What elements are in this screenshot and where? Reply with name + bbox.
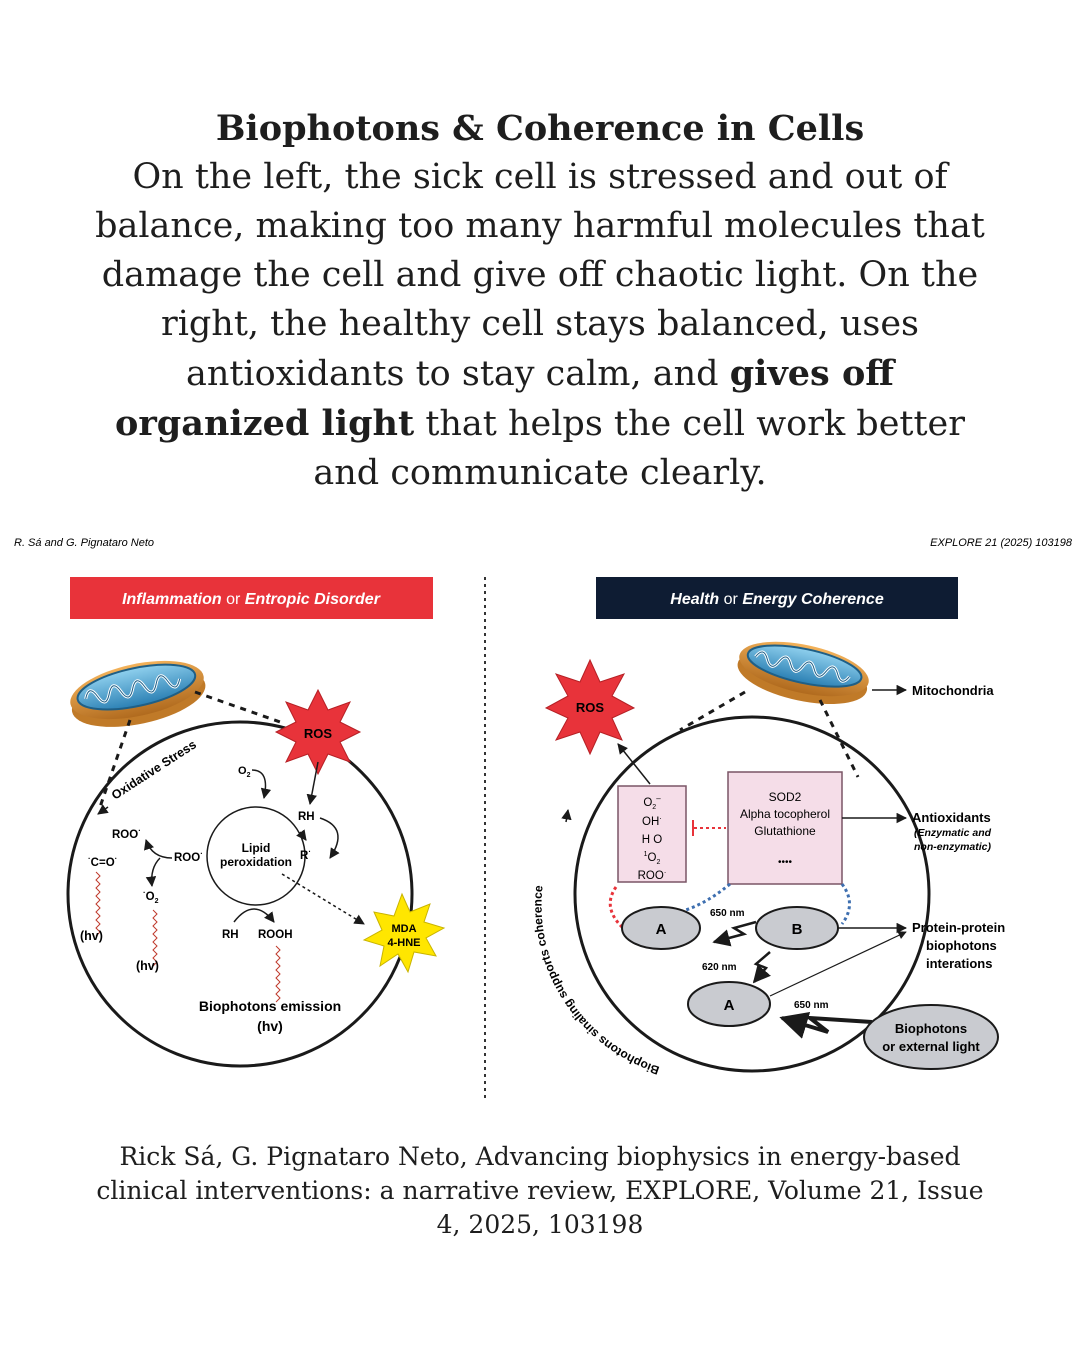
right-ros-label: ROS xyxy=(576,700,605,715)
lipid-cycle xyxy=(206,806,306,906)
antioxidants-sub-2: non-enzymatic) xyxy=(914,841,992,853)
ros-burst-icon xyxy=(544,658,636,756)
sinaling-arrow xyxy=(561,808,572,823)
species-oh: OH· xyxy=(642,814,662,828)
mito-connector-left xyxy=(98,719,132,808)
o2-radical-label: ·O2 xyxy=(143,888,159,905)
mitochondria-label: Mitochondria xyxy=(912,683,994,698)
antioxidant-glutathione: Glutathione xyxy=(754,824,816,838)
mito-connector-right xyxy=(818,699,860,778)
o2-arrow xyxy=(251,769,272,800)
mda-label-1: MDA xyxy=(391,923,416,935)
citation: Rick Sá, G. Pignataro Neto, Advancing bi… xyxy=(96,1142,984,1239)
right-panel: Health or Energy Coherence Mitochondria … xyxy=(531,577,1005,1077)
node-a-bottom-label: A xyxy=(724,997,735,1014)
ppi-label-1: Protein-protein xyxy=(912,920,1005,935)
right-banner xyxy=(596,577,958,619)
emission-label-2: (hv) xyxy=(257,1018,283,1034)
figure-journal: EXPLORE 21 (2025) 103198 xyxy=(930,537,1073,549)
ppi-label-3: interations xyxy=(926,956,992,971)
r-radical-label: R· xyxy=(300,847,311,862)
left-banner-text: Inflammation or Entropic Disorder xyxy=(122,591,381,608)
bolt-620 xyxy=(752,951,771,984)
headline-text-2: that helps the cell work better and comm… xyxy=(313,404,965,493)
roo-top-label: ROO· xyxy=(112,826,141,841)
external-light-node xyxy=(863,1004,999,1070)
emission-label-1: Biophotons emission xyxy=(199,998,341,1014)
wave-2 xyxy=(152,909,158,967)
nm-620: 620 nm xyxy=(702,962,737,973)
mito-connector-right xyxy=(194,690,281,724)
roo-mid-label: ROO· xyxy=(174,849,203,864)
bolt-650-b xyxy=(779,1011,873,1039)
o2-label: O2 xyxy=(238,765,251,779)
headline-text-1: On the left, the sick cell is stressed a… xyxy=(95,157,985,394)
hv-label-1: (hv) xyxy=(80,929,103,943)
headline: Biophotons & Coherence in Cells On the le… xyxy=(90,104,990,498)
headline-title: Biophotons & Coherence in Cells xyxy=(215,108,865,149)
right-cell xyxy=(573,715,931,1073)
antioxidants-label: Antioxidants xyxy=(912,810,991,825)
node-a-top-label: A xyxy=(656,921,667,938)
oxidative-stress-arrow xyxy=(97,804,109,815)
external-light-1: Biophotons xyxy=(895,1021,967,1036)
left-panel: Inflammation or Entropic Disorder Oxidat… xyxy=(66,577,446,1068)
antioxidants-sub-1: (Enzymatic and xyxy=(914,827,992,839)
nm-650-a: 650 nm xyxy=(710,908,745,919)
rooh-label: ROOH xyxy=(258,929,293,941)
headline-bold: gives off organized light xyxy=(115,353,895,444)
left-banner xyxy=(70,577,433,619)
mda-label-2: 4-HNE xyxy=(387,937,420,949)
rh-curve-arrow xyxy=(319,817,340,859)
lipid-cycle-arrow xyxy=(296,829,307,841)
species-link xyxy=(608,886,624,929)
hv-label-2: (hv) xyxy=(136,959,159,973)
mitochondrion-icon xyxy=(70,660,206,727)
roo-branch-arrow-2 xyxy=(145,857,161,888)
species-to-ros-arrow xyxy=(617,743,651,785)
left-ros-label: ROS xyxy=(304,726,333,741)
ppi-arrow-a xyxy=(769,931,907,997)
species-singlet-o2: 1O2 xyxy=(644,851,661,866)
lipid-label-2: peroxidation xyxy=(220,855,292,869)
lipid-label-1: Lipid xyxy=(242,841,271,855)
bolt-650-a xyxy=(712,920,757,947)
rh-bottom-label: RH xyxy=(222,929,239,941)
nm-650-b: 650 nm xyxy=(794,1000,829,1011)
antioxidant-sod2: SOD2 xyxy=(769,790,802,804)
antioxidant-ellipsis: •••• xyxy=(778,857,793,868)
reactive-species-box xyxy=(617,785,687,883)
external-light-2: or external light xyxy=(882,1039,980,1054)
antioxidant-tocopherol: Alpha tocopherol xyxy=(740,807,830,821)
figure-authors: R. Sá and G. Pignataro Neto xyxy=(14,537,154,549)
mda-burst-icon xyxy=(362,892,446,974)
antioxidant-link-right xyxy=(840,883,851,925)
antioxidants-box xyxy=(727,771,843,885)
node-b-label: B xyxy=(792,921,803,938)
mito-connector-left xyxy=(679,690,746,732)
mitochondrion-icon xyxy=(737,641,869,705)
species-h2o2: H O xyxy=(642,834,663,846)
species-o2-superoxide: O2– xyxy=(643,794,661,811)
mda-arrow xyxy=(281,873,365,925)
species-roo: ROO· xyxy=(638,868,667,882)
co-label: ·C=O· xyxy=(88,854,117,869)
rh-rooh-arrow xyxy=(233,908,275,923)
wave-1 xyxy=(95,871,101,937)
right-banner-text: Health or Energy Coherence xyxy=(670,591,884,608)
roo-branch-arrow xyxy=(144,839,173,859)
figure: R. Sá and G. Pignataro Neto EXPLORE 21 (… xyxy=(14,537,1073,1102)
wave-3 xyxy=(275,945,281,1003)
rh-top-label: RH xyxy=(298,811,315,823)
node-a-top xyxy=(621,906,701,950)
ros-burst-icon xyxy=(274,688,362,776)
ppi-label-2: biophotons xyxy=(926,938,997,953)
left-cell xyxy=(66,720,414,1068)
node-a-bottom xyxy=(687,981,771,1027)
ros-to-rh-arrow xyxy=(306,761,319,806)
